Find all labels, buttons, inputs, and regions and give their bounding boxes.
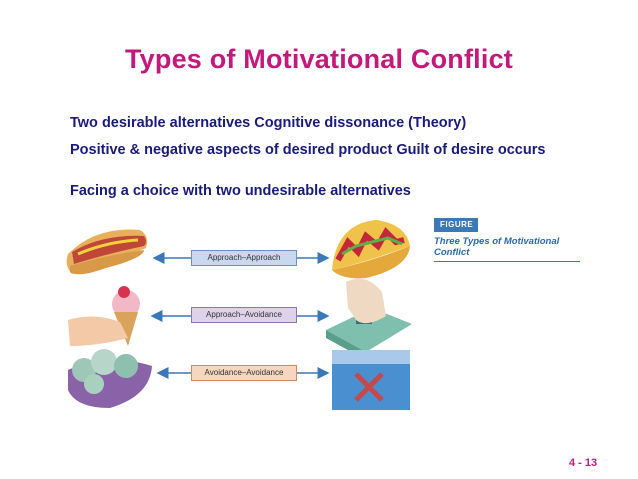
vegetable-bowl-illustration [68,349,152,408]
bullet-approach-approach: Two desirable alternatives Cognitive dis… [70,115,467,131]
figure-svg [66,220,412,410]
page-number: 4 - 13 [569,457,598,469]
ice-cream-illustration [68,286,140,346]
bathroom-scale-illustration [326,278,412,360]
approach-approach-label: Approach–Approach [191,250,297,266]
bullet-approach-avoidance: Positive & negative aspects of desired p… [70,142,546,158]
slide-title: Types of Motivational Conflict [124,44,513,74]
bullet-avoidance-avoidance: Facing a choice with two undesirable alt… [70,183,411,199]
approach-avoidance-label: Approach–Avoidance [191,307,297,323]
figure-title: Three Types of Motivational Conflict [434,236,580,262]
figure-label: FIGURE 4-1 [434,218,478,243]
taco-illustration [332,220,410,279]
hot-dog-illustration [66,229,148,275]
figure-diagram: Approach–Approach Approach–Avoidance Avo… [66,212,432,416]
avoidance-avoidance-label: Avoidance–Avoidance [191,365,297,381]
bandaged-wound-illustration [332,350,410,410]
